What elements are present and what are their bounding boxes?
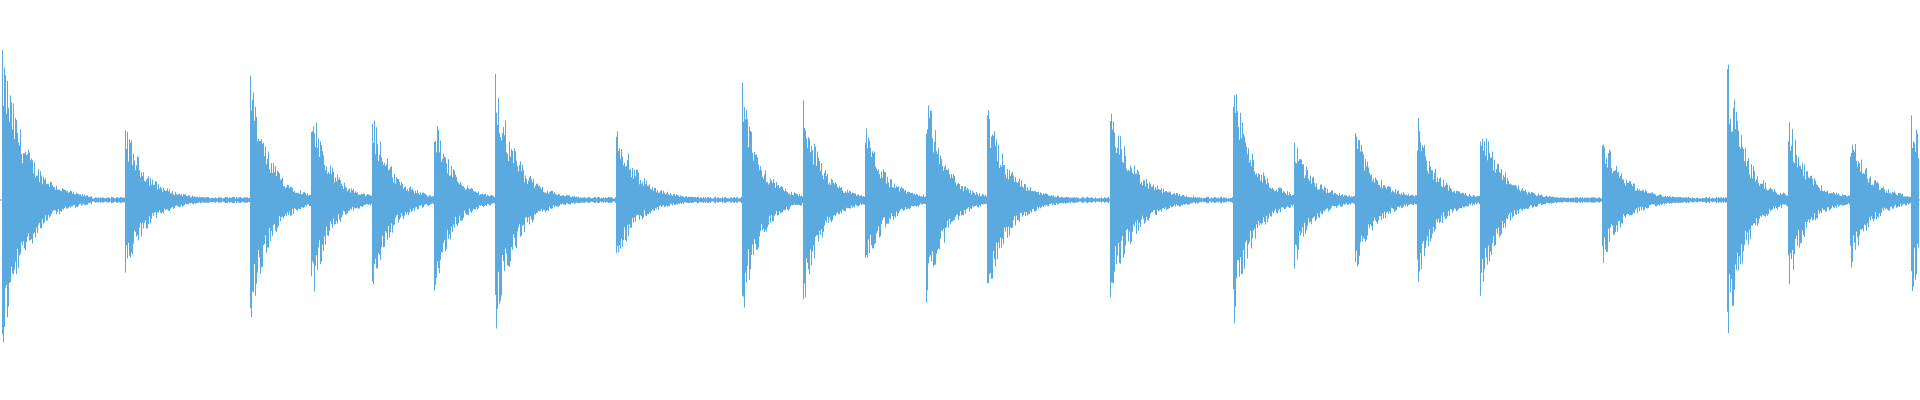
waveform-samples [2,50,1919,343]
